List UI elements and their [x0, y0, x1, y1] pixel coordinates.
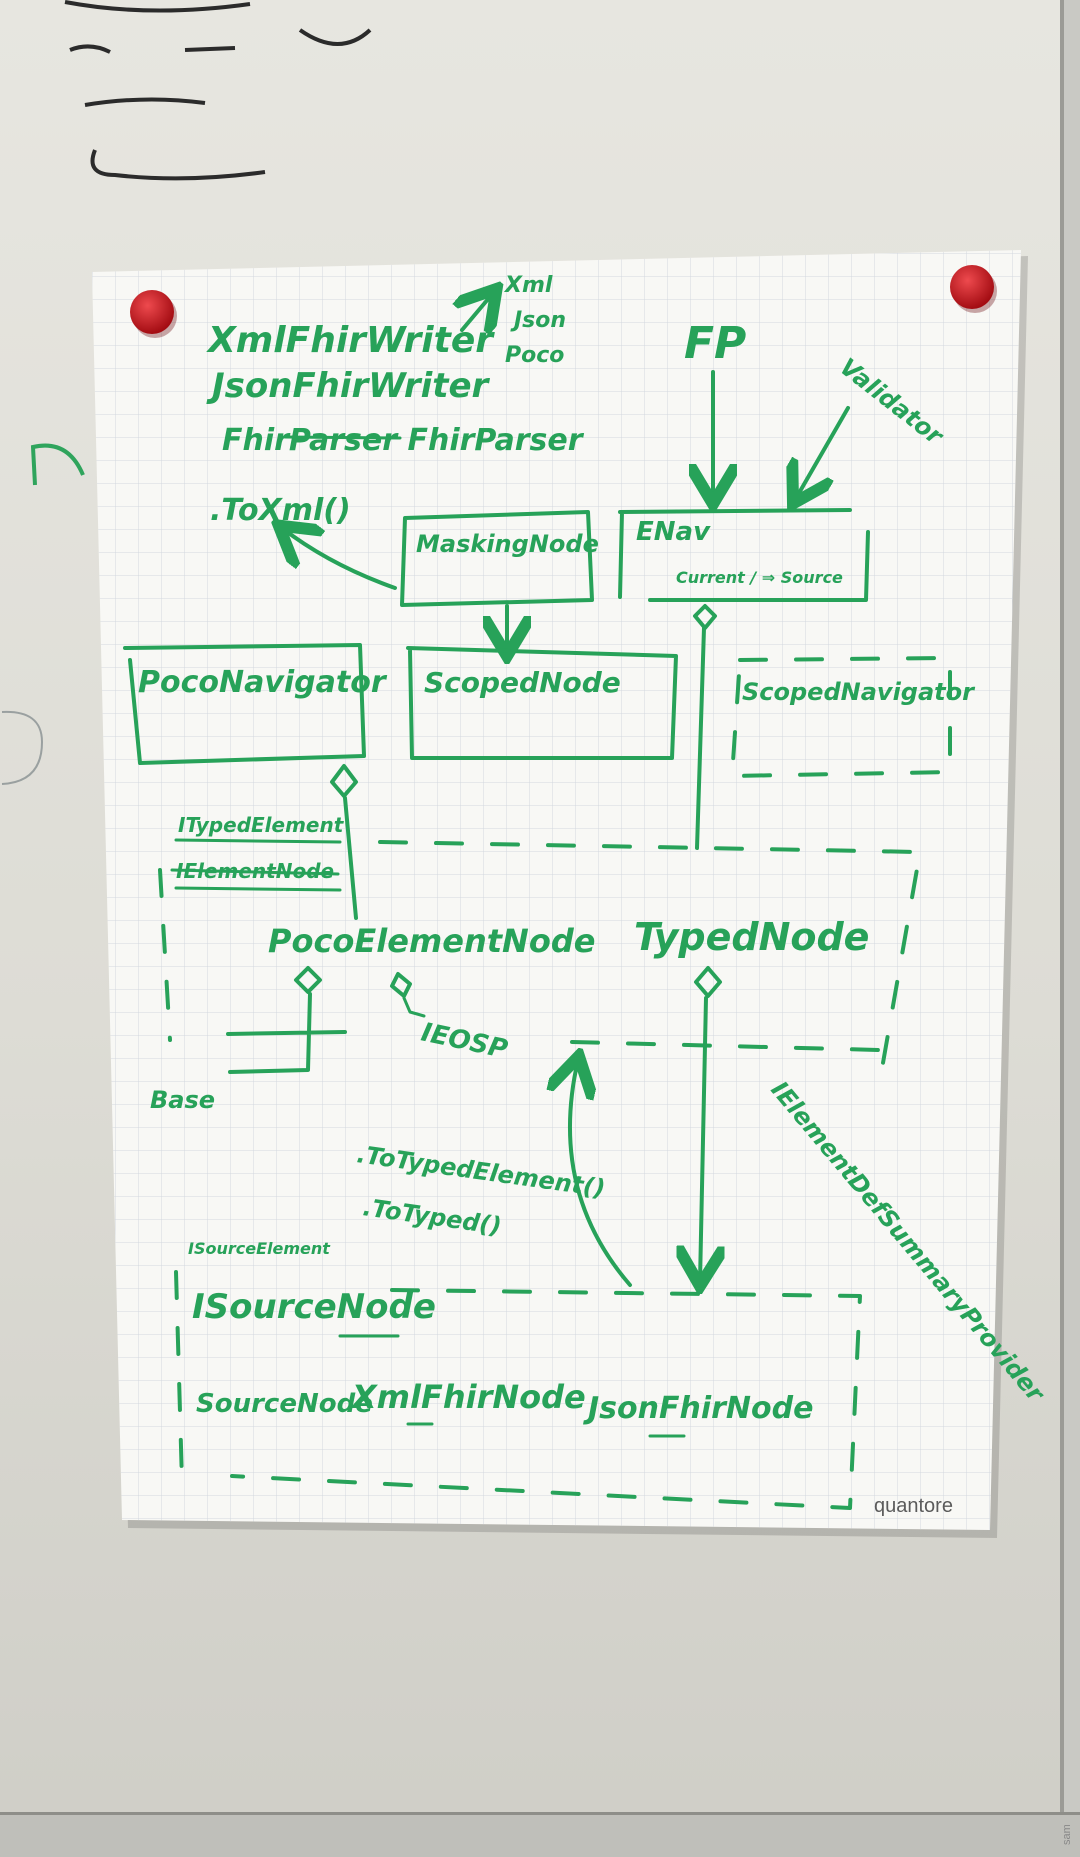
masking-node-label: MaskingNode — [416, 530, 599, 558]
strike-ielementnode — [170, 838, 342, 892]
iexposp-diamond — [390, 972, 412, 998]
poco-diamond — [330, 764, 358, 798]
scoped-navigator-box — [730, 656, 952, 778]
strike-parser — [283, 435, 402, 440]
json-fhir-writer-label: JsonFhirWriter — [206, 366, 491, 406]
typed-node-diamond — [694, 966, 722, 998]
formats-arrow — [462, 292, 494, 330]
scoped-node-box — [406, 646, 678, 760]
base-label: Base — [150, 1086, 215, 1114]
masking-node-box — [400, 510, 594, 607]
scoped-node-label: ScopedNode — [424, 666, 621, 699]
magnet-left — [130, 290, 177, 338]
fhir-parser-label: FhirParser FhirParser — [222, 423, 585, 458]
poco-line — [343, 796, 358, 920]
poco-element-diamond — [294, 966, 322, 994]
magnet-right — [950, 265, 997, 313]
xml-fhir-writer-label: XmlFhirWriter — [206, 320, 495, 361]
format-json: Json — [510, 308, 566, 333]
to-xml-arrow — [282, 528, 397, 590]
board-scribbles — [1, 0, 372, 785]
itypedelement-label: ITypedElement — [178, 813, 345, 837]
to-xml-label: .ToXml() — [210, 493, 351, 528]
enav-label: ENav — [636, 517, 711, 547]
source-node-region — [174, 1270, 862, 1510]
isource-node-label: ISourceNode — [192, 1287, 436, 1327]
side-brand-label: sam — [1061, 1824, 1073, 1845]
source-to-typed-arrow — [570, 1060, 632, 1287]
quantore-logo: quantore — [874, 1495, 953, 1517]
poco-navigator-label: PocoNavigator — [138, 665, 388, 700]
enav-box — [618, 508, 870, 602]
isource-element-label: ISourceElement — [188, 1239, 331, 1258]
xml-fhir-node-label: XmlFhirNode — [350, 1378, 586, 1416]
fhir-node-underlines — [406, 1422, 686, 1438]
enav-sub-label: Current / ⇒ Source — [676, 568, 843, 587]
poco-element-node-label: PocoElementNode — [268, 922, 595, 960]
json-fhir-node-label: JsonFhirNode — [583, 1391, 813, 1426]
paper-sheet — [92, 250, 1028, 1538]
fp-label: FP — [684, 318, 746, 369]
validator-arrow — [795, 406, 850, 500]
enav-line — [695, 626, 706, 850]
source-node-label: SourceNode — [196, 1389, 373, 1419]
scoped-navigator-label: ScopedNavigator — [742, 678, 976, 706]
typed-element-region — [158, 840, 922, 1082]
poco-element-base-line — [226, 992, 347, 1074]
format-xml: Xml — [503, 273, 553, 298]
typed-node-label: TypedNode — [634, 915, 869, 959]
poco-navigator-box — [123, 643, 366, 765]
format-poco: Poco — [505, 343, 564, 368]
iexposp-hook — [402, 996, 426, 1018]
